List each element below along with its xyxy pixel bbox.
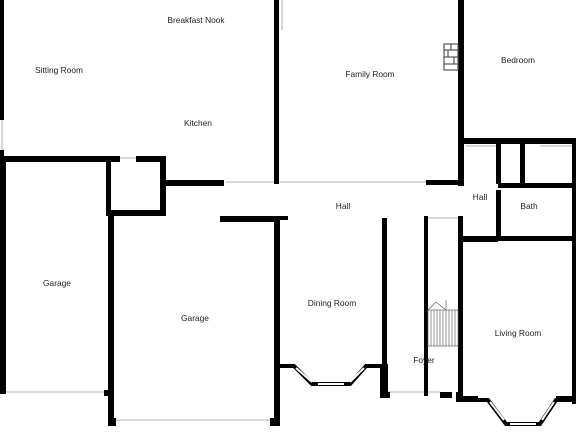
label-breakfast-nook: Breakfast Nook (167, 15, 225, 25)
label-bath: Bath (520, 201, 538, 211)
label-living-room: Living Room (495, 328, 542, 338)
living-bay-window (476, 398, 560, 426)
label-kitchen: Kitchen (184, 118, 212, 128)
fireplace-icon (443, 43, 459, 71)
room-labels: Breakfast Nook Sitting Room Kitchen Fami… (35, 15, 541, 365)
label-garage-right: Garage (181, 313, 209, 323)
label-family-room: Family Room (345, 69, 394, 79)
label-bedroom: Bedroom (501, 55, 535, 65)
staircase-icon (427, 300, 459, 347)
label-sitting-room: Sitting Room (35, 65, 83, 75)
label-garage-left: Garage (43, 278, 71, 288)
label-hall-main: Hall (336, 201, 351, 211)
thin-walls (1, 0, 576, 421)
dining-bay-window (280, 364, 382, 386)
label-foyer: Foyer (413, 355, 435, 365)
label-hall-side: Hall (473, 192, 488, 202)
label-dining-room: Dining Room (308, 298, 356, 308)
